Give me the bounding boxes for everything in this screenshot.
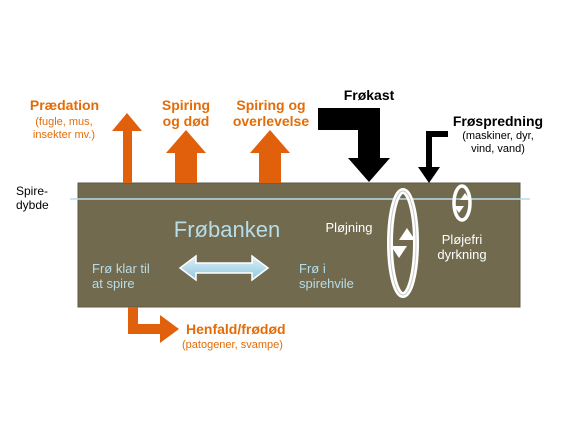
predation-title: Prædation <box>29 97 100 113</box>
seedbank-title: Frøbanken <box>173 217 281 242</box>
predation-detail: (fugle, mus, insekter mv.) <box>32 116 96 141</box>
seeds-ready-label: Frø klar til at spire <box>92 261 150 291</box>
germination-depth-label: Spire- dybde <box>16 184 49 212</box>
seed-dispersal-title: Frøspredning <box>452 113 544 129</box>
seed-dispersal-arrow <box>418 131 448 183</box>
germination-survival-label: Spiring og overlevelse <box>232 97 310 130</box>
decay-detail: (patogener, svampe) <box>182 339 283 351</box>
double-headed-arrow-icon <box>178 254 270 282</box>
germination-survival-arrow <box>250 130 290 183</box>
germination-death-arrow <box>166 130 206 183</box>
soil-seedbank <box>77 182 521 308</box>
no-till-circular-arrows-icon <box>452 184 472 222</box>
seeds-dormant-label: Frø i spirehvile <box>299 261 354 291</box>
predation-arrow <box>112 113 142 183</box>
plowing-label: Pløjning <box>325 220 373 235</box>
seed-rain-label: Frøkast <box>343 87 395 103</box>
seed-dispersal-detail: (maskiner, dyr, vind, vand) <box>462 130 534 155</box>
decay-arrow <box>128 307 179 343</box>
germination-death-label: Spiring og død <box>161 97 211 130</box>
decay-title: Henfald/frødød <box>186 321 286 337</box>
no-till-label: Pløjefri dyrkning <box>437 232 487 262</box>
plowing-circular-arrows-icon <box>387 188 419 298</box>
seed-rain-arrow <box>318 108 390 182</box>
